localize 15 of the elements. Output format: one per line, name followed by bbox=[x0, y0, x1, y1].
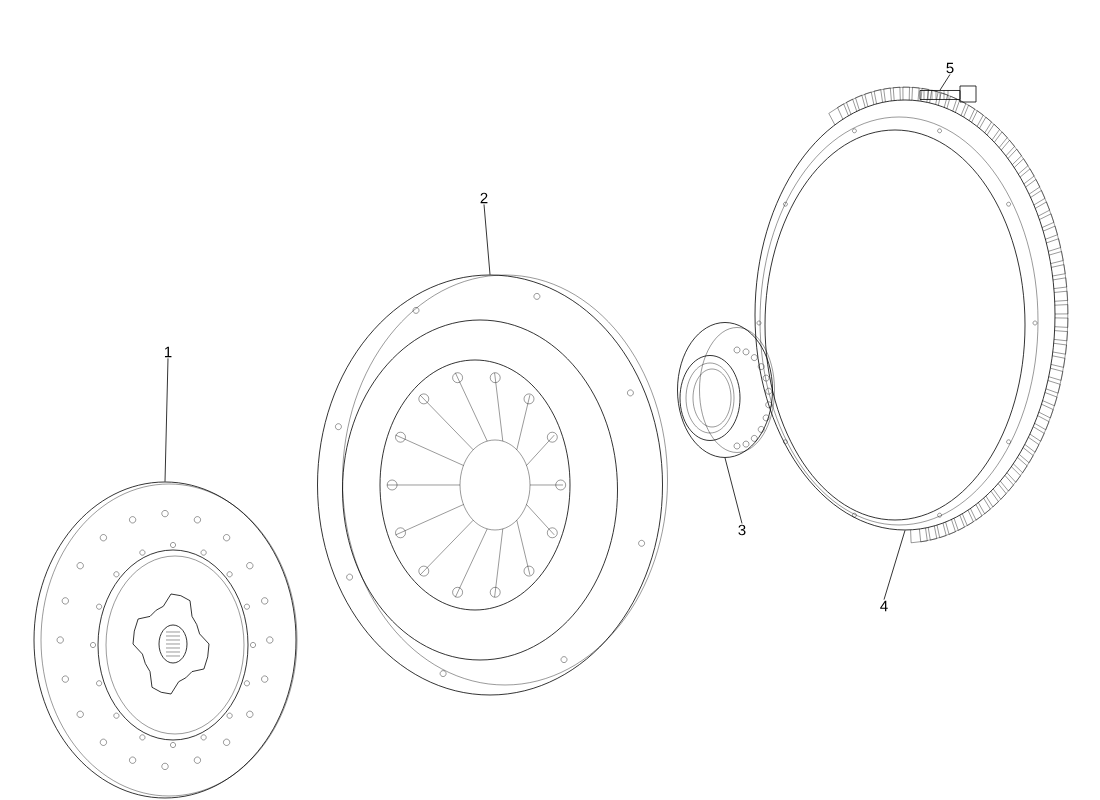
release-bearing-drawing bbox=[677, 322, 775, 458]
bolt-drawing bbox=[919, 85, 977, 103]
leader-line bbox=[483, 204, 491, 275]
flywheel-drawing bbox=[754, 86, 1069, 543]
leader-line bbox=[164, 357, 169, 482]
callout-number: 1 bbox=[165, 346, 172, 358]
callout-number: 2 bbox=[480, 192, 488, 204]
callout-number: 5 bbox=[946, 62, 954, 74]
leader-line bbox=[724, 457, 743, 524]
clutch-disc-drawing bbox=[33, 481, 298, 799]
callout-number: 3 bbox=[738, 524, 746, 536]
pressure-plate-drawing bbox=[317, 274, 668, 696]
leader-line bbox=[883, 530, 906, 601]
callout-number: 4 bbox=[880, 600, 888, 612]
leader-line bbox=[939, 74, 951, 91]
